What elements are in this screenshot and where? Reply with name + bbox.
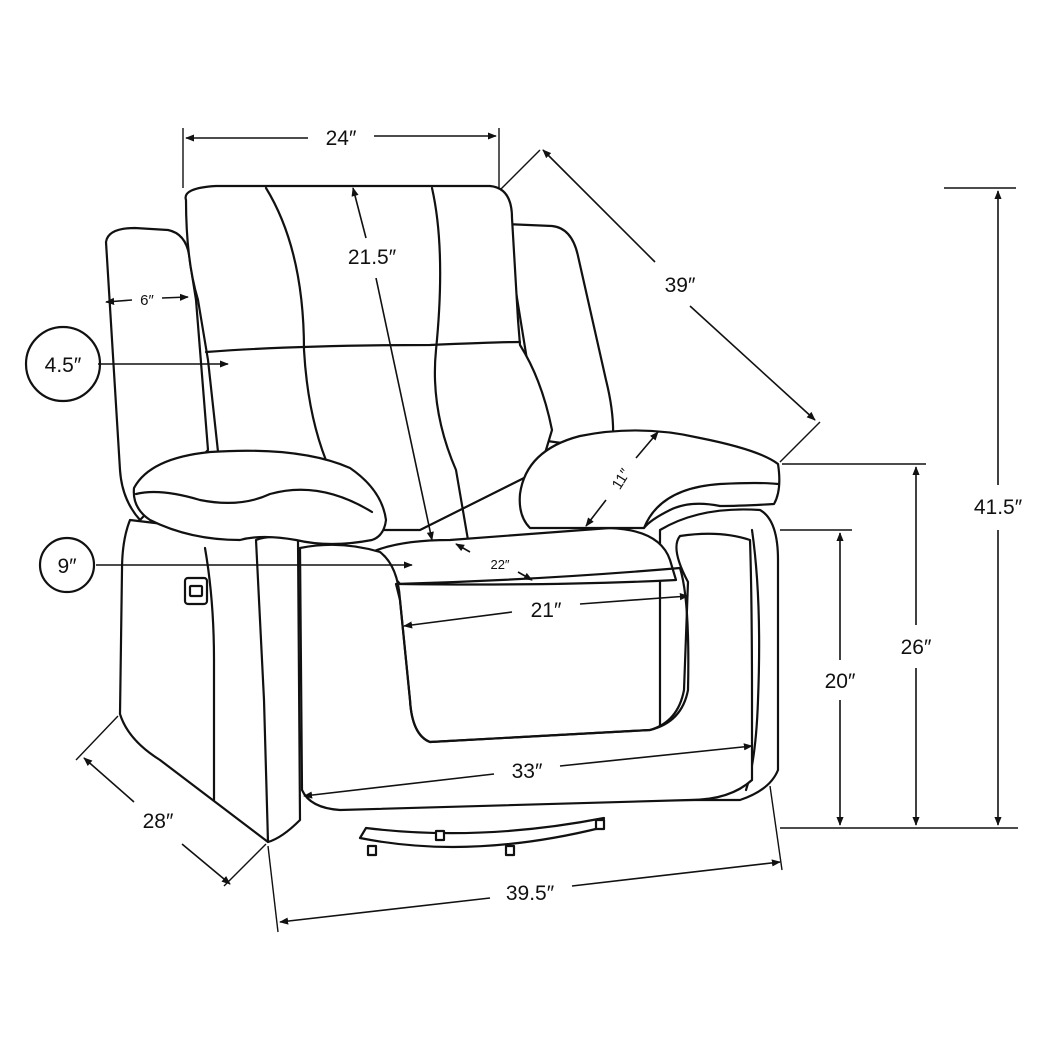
base-foot-right bbox=[594, 818, 606, 831]
callout-circle-9 bbox=[38, 536, 96, 594]
front-panel bbox=[298, 532, 754, 812]
label-depth-diagonal: 39″ bbox=[665, 274, 696, 297]
label-back-width: 24″ bbox=[326, 127, 357, 150]
label-seat-depth: 22″ bbox=[490, 557, 509, 572]
backrest bbox=[184, 184, 554, 532]
label-headrest-thickness: 4.5″ bbox=[45, 354, 82, 377]
label-total-height: 41.5″ bbox=[974, 496, 1023, 519]
base-foot-left bbox=[366, 844, 378, 857]
right-armrest-top bbox=[642, 481, 780, 530]
back-seam-left bbox=[264, 186, 352, 542]
headrest-bottom-seam bbox=[204, 340, 522, 354]
seat-cushion bbox=[370, 526, 678, 586]
label-overall-width: 39.5″ bbox=[506, 882, 555, 905]
base-foot-mid bbox=[504, 844, 516, 857]
dimension-labels: 24″ 21.5″ 39″ 41.5″ 6″ 4.5″ 11″ 9″ 22″ 2… bbox=[45, 127, 1023, 905]
left-side-seam bbox=[203, 546, 216, 802]
front-inner-cushion bbox=[394, 566, 690, 744]
base-foot-center bbox=[434, 829, 446, 842]
right-armrest bbox=[518, 429, 781, 530]
recliner-drawing bbox=[104, 184, 781, 857]
label-side-depth: 28″ bbox=[143, 810, 174, 833]
label-seat-height: 20″ bbox=[825, 670, 856, 693]
label-wing-width: 6″ bbox=[140, 292, 154, 309]
left-side-panel bbox=[118, 518, 270, 844]
label-front-width: 33″ bbox=[512, 760, 543, 783]
left-armrest-top bbox=[134, 488, 374, 514]
callout-circle-4-5 bbox=[24, 325, 102, 403]
power-button-icon bbox=[183, 576, 209, 606]
back-seam-right bbox=[430, 186, 470, 542]
swivel-base bbox=[358, 816, 606, 849]
label-arm-height: 26″ bbox=[901, 636, 932, 659]
label-seat-to-arm: 9″ bbox=[57, 555, 77, 578]
label-back-height: 21.5″ bbox=[348, 246, 397, 269]
dimension-lines bbox=[24, 128, 1018, 933]
left-wing bbox=[104, 226, 210, 522]
label-seat-width: 21″ bbox=[531, 599, 562, 622]
